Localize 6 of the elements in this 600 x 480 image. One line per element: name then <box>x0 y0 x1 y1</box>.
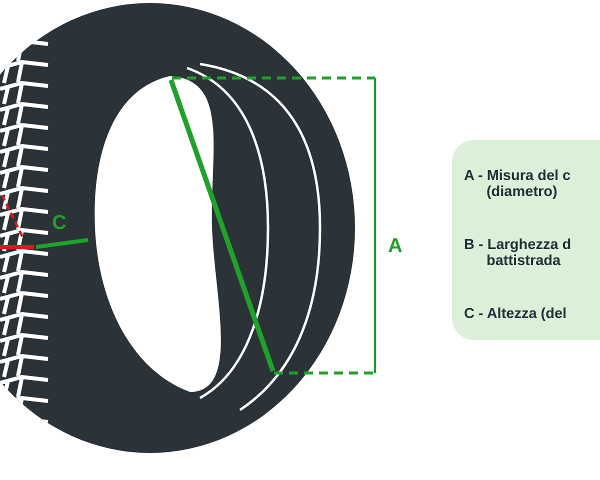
dimension-label: A <box>388 236 402 256</box>
legend-panel <box>452 140 600 340</box>
legend-text: C - Altezza (del <box>464 306 568 322</box>
dimension-label: C <box>52 213 66 233</box>
legend-text: A - Misura del c (diametro) <box>464 168 572 202</box>
legend-text: B - Larghezza d battistrada <box>464 236 572 270</box>
